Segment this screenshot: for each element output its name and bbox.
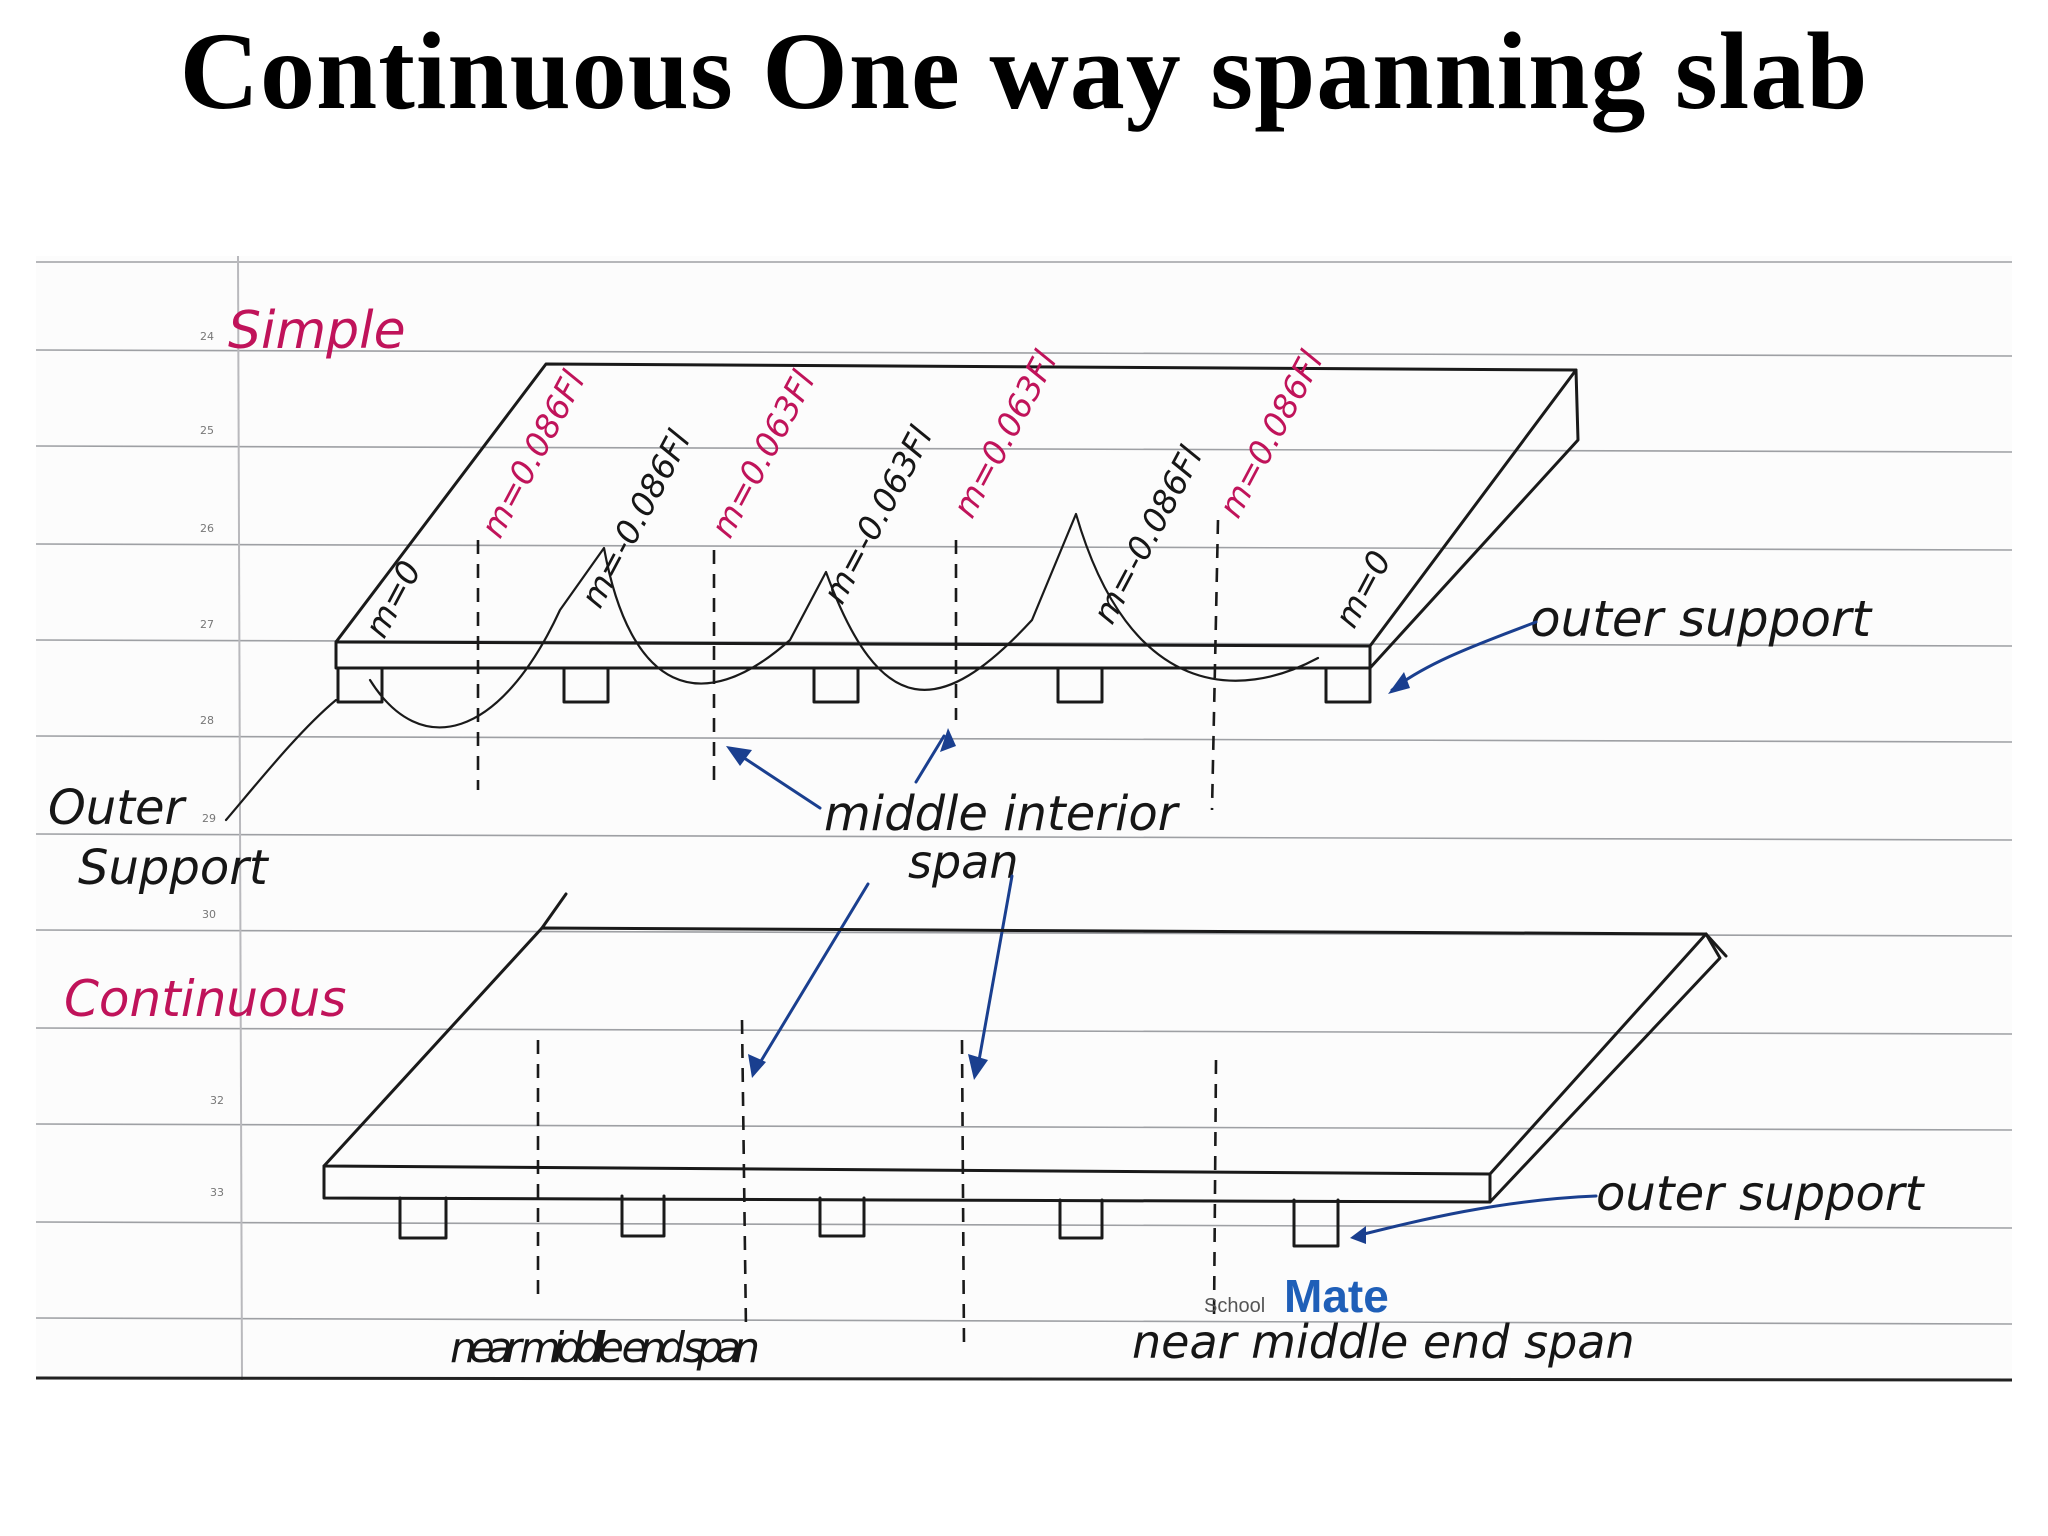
- arrowhead-icon: [748, 1054, 766, 1078]
- outer-support-label-top-right: outer support: [1530, 590, 1873, 648]
- top-section-lines: [476, 519, 1220, 811]
- near-middle-end-span-left: near middle end span: [450, 1323, 760, 1372]
- notebook-paper: [35, 255, 2013, 1382]
- middle-span-arrow-3: [756, 882, 870, 1068]
- support-rib: [1292, 1198, 1340, 1248]
- continuous-label: Continuous: [64, 970, 346, 1028]
- middle-interior-span-line2: span: [908, 835, 1019, 889]
- arrowhead-icon: [968, 1054, 988, 1080]
- schoolmate-watermark: School Mate: [1204, 1270, 1389, 1322]
- arrowhead-icon: [1350, 1226, 1366, 1244]
- bending-moment-curve: [368, 512, 1320, 729]
- margin-line-numbers: 24 25 26 27 28 29 30 32 33: [200, 330, 224, 1199]
- line-number: 26: [200, 522, 214, 535]
- outer-support-label-line2: Support: [78, 840, 270, 896]
- support-rib: [1324, 666, 1372, 704]
- line-number: 30: [202, 908, 216, 921]
- watermark-prefix: School: [1204, 1295, 1265, 1317]
- bottom-slab: [322, 892, 1728, 1248]
- support-rib: [620, 1194, 666, 1238]
- middle-interior-span-line1: middle interior: [824, 786, 1181, 842]
- line-number: 32: [210, 1094, 224, 1107]
- near-middle-end-span-right: near middle end span: [1132, 1315, 1635, 1369]
- middle-span-arrow-2: [914, 734, 946, 784]
- top-slab: [334, 362, 1580, 704]
- line-number: 29: [202, 812, 216, 825]
- arrowhead-icon: [726, 746, 752, 766]
- outer-support-pointer-top-left: [224, 698, 338, 822]
- middle-span-arrow-4: [976, 874, 1014, 1068]
- support-rib: [812, 666, 860, 704]
- arrowhead-icon: [940, 728, 956, 752]
- line-number: 28: [200, 714, 214, 727]
- line-number: 27: [200, 618, 214, 631]
- outer-support-label-bottom-right: outer support: [1596, 1166, 1926, 1222]
- middle-span-arrow-1: [730, 748, 822, 810]
- simple-label: Simple: [228, 301, 406, 361]
- outer-support-pointer-bottom-right: [1354, 1194, 1598, 1238]
- support-rib: [1056, 666, 1104, 704]
- outer-support-label-line1: Outer: [48, 780, 188, 836]
- line-number: 24: [200, 330, 214, 343]
- arrowhead-icon: [1388, 672, 1410, 694]
- support-rib: [1058, 1198, 1104, 1240]
- line-number: 25: [200, 424, 214, 437]
- line-number: 33: [210, 1186, 224, 1199]
- support-rib: [336, 666, 384, 704]
- support-rib: [818, 1196, 866, 1238]
- watermark-brand: Mate: [1284, 1270, 1389, 1322]
- bottom-section-lines: [536, 1019, 1218, 1347]
- support-rib: [562, 666, 610, 704]
- slide-title: Continuous One way spanning slab: [179, 10, 1869, 132]
- support-rib: [398, 1196, 448, 1240]
